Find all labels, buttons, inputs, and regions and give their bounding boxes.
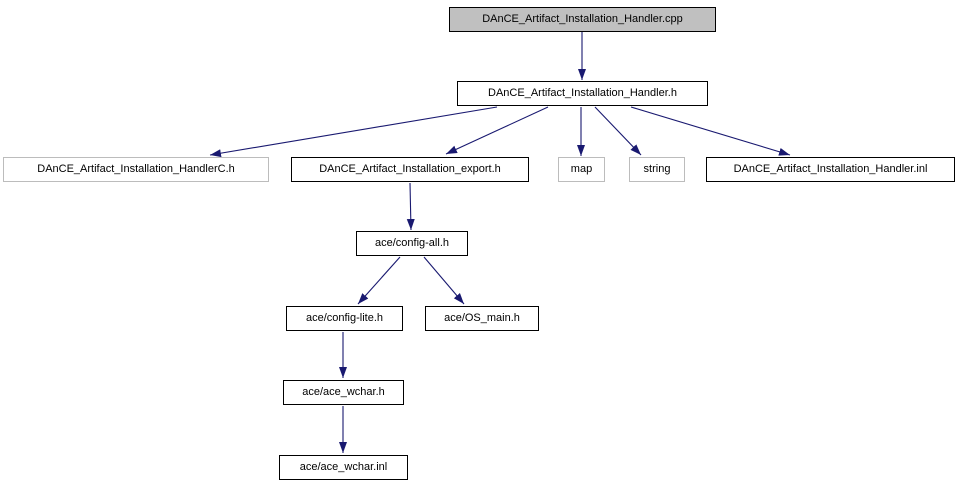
node-ace-wchar-h[interactable]: ace/ace_wchar.h xyxy=(283,380,404,405)
edge-handler-h-to-export-h xyxy=(445,106,549,155)
node-config-lite[interactable]: ace/config-lite.h xyxy=(286,306,403,331)
node-handlerc-h: DAnCE_Artifact_Installation_HandlerC.h xyxy=(3,157,269,182)
edge-handler-h-to-handler-inl xyxy=(630,106,791,156)
edge-config-all-to-config-lite xyxy=(357,256,401,305)
node-handler-inl[interactable]: DAnCE_Artifact_Installation_Handler.inl xyxy=(706,157,955,182)
node-handler-h[interactable]: DAnCE_Artifact_Installation_Handler.h xyxy=(457,81,708,106)
node-config-all[interactable]: ace/config-all.h xyxy=(356,231,468,256)
edge-handler-h-to-handlerc-h xyxy=(209,106,498,158)
edge-config-all-to-os-main xyxy=(423,256,465,305)
node-export-h[interactable]: DAnCE_Artifact_Installation_export.h xyxy=(291,157,529,182)
node-map: map xyxy=(558,157,605,182)
node-ace-wchar-inl[interactable]: ace/ace_wchar.inl xyxy=(279,455,408,480)
node-handler-cpp: DAnCE_Artifact_Installation_Handler.cpp xyxy=(449,7,716,32)
edge-handler-h-to-string xyxy=(594,106,642,156)
node-string: string xyxy=(629,157,685,182)
node-os-main[interactable]: ace/OS_main.h xyxy=(425,306,539,331)
edge-export-h-to-config-all xyxy=(406,182,415,231)
